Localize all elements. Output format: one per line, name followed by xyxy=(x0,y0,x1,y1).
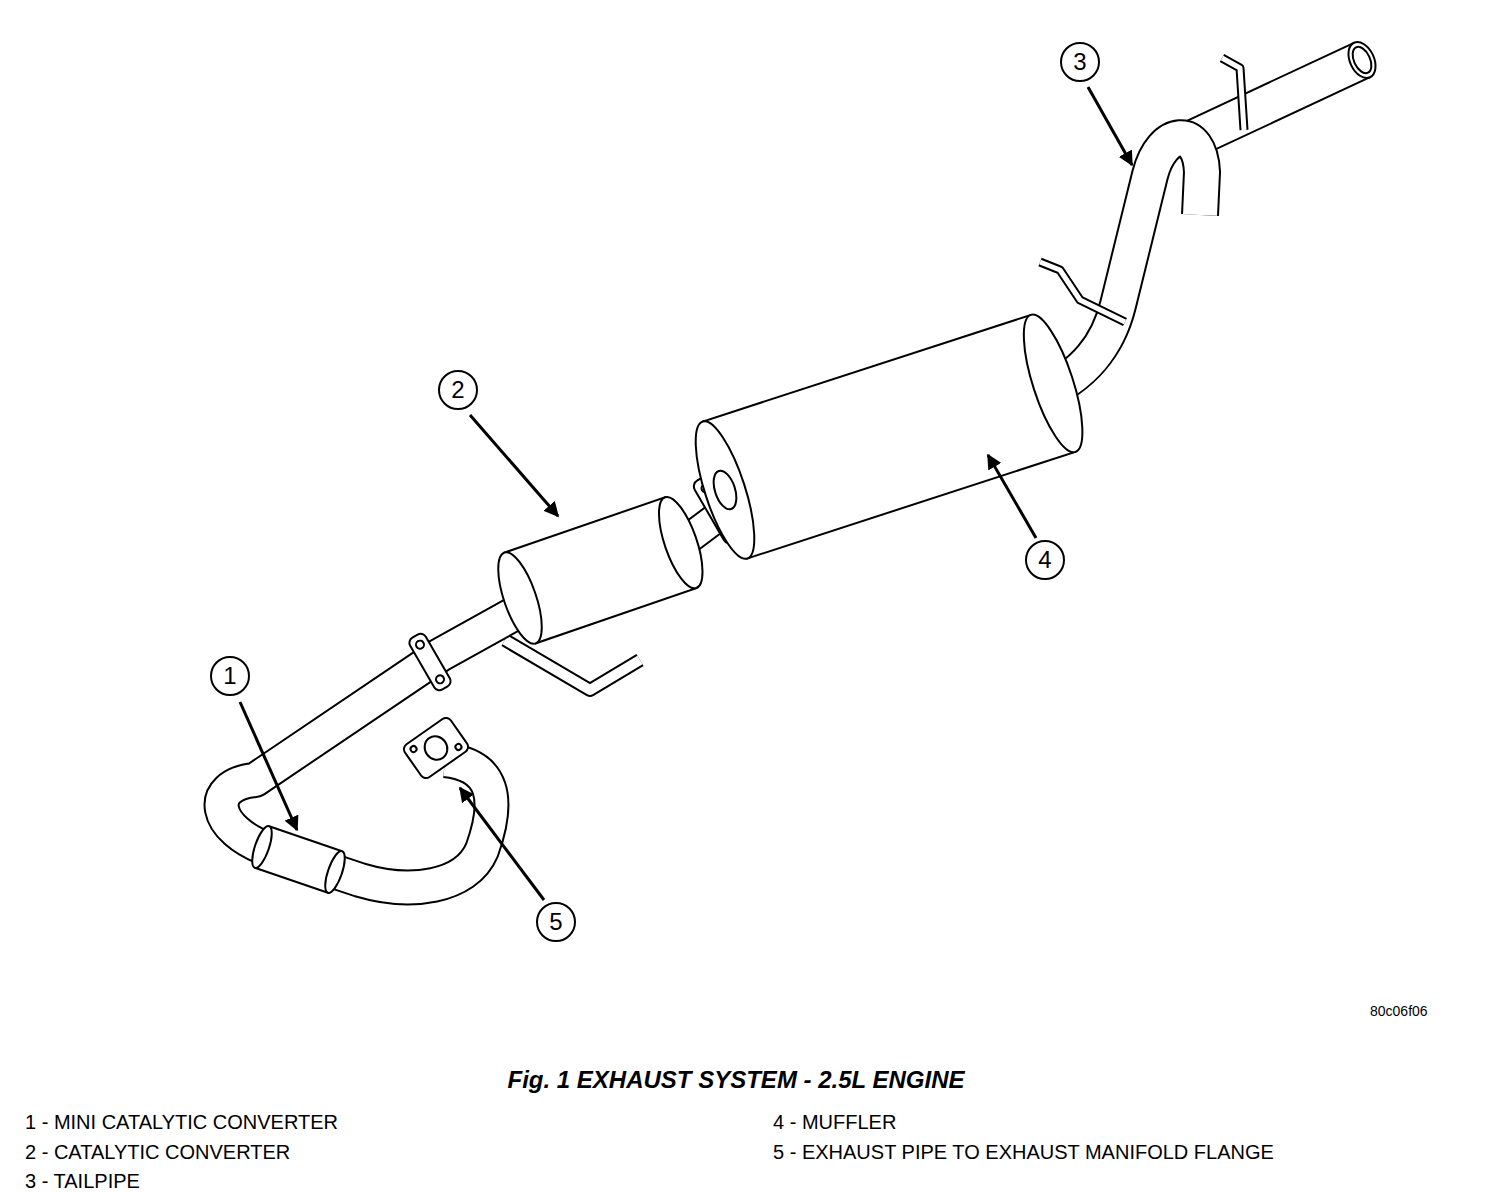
figure-caption: Fig. 1 EXHAUST SYSTEM - 2.5L ENGINE xyxy=(508,1066,965,1094)
callout-circle: 1 xyxy=(210,656,250,696)
callout-circle: 4 xyxy=(1025,540,1065,580)
callout-circle: 2 xyxy=(438,370,478,410)
legend-key-text: 5 - EXHAUST PIPE TO EXHAUST MANIFOLD FLA… xyxy=(773,1141,1274,1164)
legend-key-text: 1 - MINI CATALYTIC CONVERTER xyxy=(25,1111,338,1134)
callout-number: 2 xyxy=(451,378,464,402)
legend-key-text: 3 - TAILPIPE xyxy=(25,1170,140,1193)
callout-number: 5 xyxy=(549,910,562,934)
callout-number: 3 xyxy=(1073,50,1086,74)
legend-key-text: 2 - CATALYTIC CONVERTER xyxy=(25,1141,290,1164)
callout-circle: 3 xyxy=(1060,42,1100,82)
callout-number: 4 xyxy=(1038,548,1051,572)
figure-code: 80c06f06 xyxy=(1370,1003,1428,1019)
callout-number: 1 xyxy=(223,664,236,688)
callout-circle: 5 xyxy=(536,902,576,942)
legend-key-text: 4 - MUFFLER xyxy=(773,1111,896,1134)
